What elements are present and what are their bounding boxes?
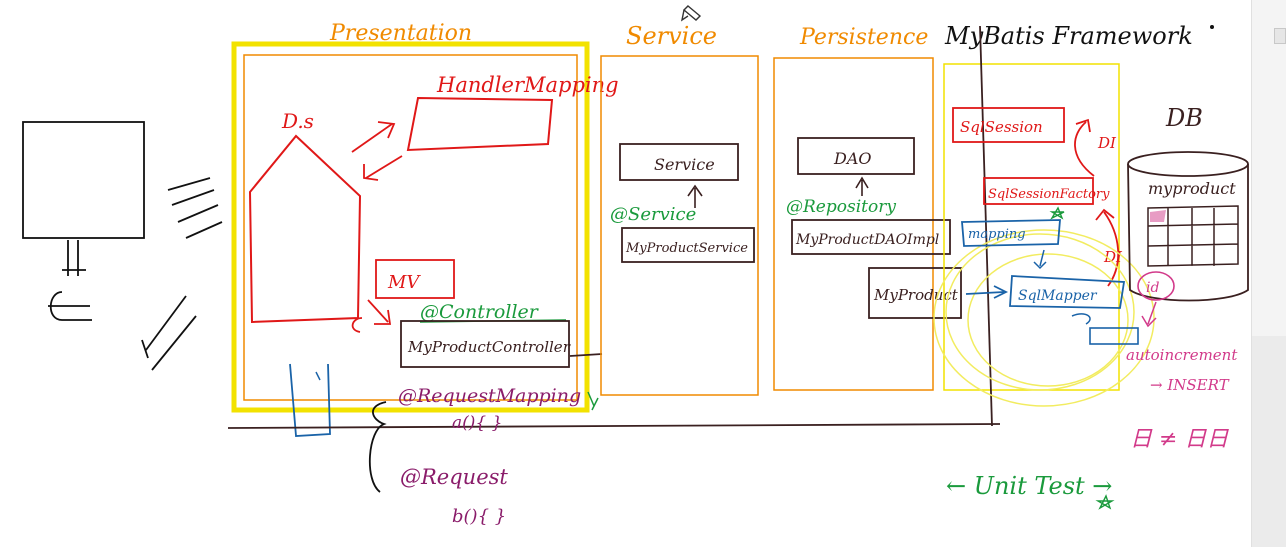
- service-implements-arrow: [687, 184, 703, 208]
- request-arrows: [167, 177, 223, 239]
- entity-to-mapper-arrow: [965, 285, 1009, 299]
- mapping-label: mapping: [968, 227, 1026, 242]
- ds-to-controller-arrow: [367, 299, 392, 325]
- myproduct-entity-box: [868, 267, 962, 319]
- sqlsessionfactory-box: [983, 177, 1094, 205]
- database: DB myproduct id autoincrement → INSERT 日…: [1126, 104, 1249, 452]
- focus-circle-inner: [967, 253, 1129, 387]
- presentation-highlight-box: [231, 41, 590, 413]
- framework-divider: [979, 25, 993, 427]
- id-arrow: [1141, 301, 1157, 328]
- client-sketch: [22, 121, 223, 371]
- db-cylinder-body: [1127, 163, 1249, 302]
- db-table-grid: [1147, 205, 1239, 267]
- controller-return-arrow: [351, 317, 363, 333]
- db-table-name: myproduct: [1148, 179, 1236, 198]
- service-title: Service: [626, 22, 717, 50]
- request-mapping-label: @RequestMapping: [398, 385, 581, 407]
- dao-implements-arrow: [855, 176, 869, 196]
- unit-test-label: ← Unit Test →: [946, 472, 1112, 500]
- id-label: id: [1146, 280, 1159, 296]
- response-arrows: [141, 295, 197, 371]
- service-layer: Service Service @Service MyProductServic…: [600, 22, 759, 396]
- handler-mapping-box: [406, 96, 554, 152]
- controller-annotation: @Controller: [420, 301, 540, 323]
- persistence-box: [773, 57, 934, 391]
- presentation-title: Presentation: [329, 21, 472, 46]
- dao-impl-box: [791, 219, 951, 255]
- mapper-hook: [1071, 313, 1091, 325]
- db-table-highlight: [1150, 210, 1166, 222]
- pen-cursor-icon: [680, 5, 702, 22]
- view-page-mark: [315, 371, 321, 381]
- dao-interface-label: DAO: [833, 149, 872, 168]
- method-a-label: a(){ }: [452, 413, 502, 433]
- handler-to-ds-arrow: [363, 155, 403, 181]
- dao-impl-label: MyProductDAOImpl: [795, 232, 939, 248]
- myproduct-entity-label: MyProduct: [873, 286, 959, 304]
- scrollbar-thumb[interactable]: [1252, 336, 1286, 547]
- db-title: DB: [1165, 104, 1203, 132]
- service-impl-box: [621, 227, 755, 263]
- layer-baseline: [227, 423, 1001, 429]
- sqlmapper-box: [1009, 275, 1126, 309]
- persistence-title: Persistence: [799, 25, 928, 50]
- footnote-label: 日 ≠ 日日: [1130, 427, 1229, 452]
- method-b-label: b(){ }: [452, 506, 506, 527]
- mybatis-framework: MyBatis Framework SqlSession SqlSessionF…: [933, 22, 1214, 427]
- dao-interface-box: [797, 137, 915, 175]
- unit-test-star-icon: [1095, 494, 1115, 510]
- view-page-sketch: [289, 363, 331, 437]
- mybatis-title: MyBatis Framework: [944, 22, 1193, 50]
- sqlsession-box: [952, 107, 1065, 143]
- monitor-box: [22, 121, 145, 239]
- focus-circle-outer: [933, 229, 1155, 407]
- controller-to-service-link: [569, 353, 603, 357]
- sqlsessionfactory-label: SqlSessionFactory: [988, 187, 1110, 202]
- bottom-annotations: @RequestMapping a(){ } @Request b(){ } ←…: [227, 385, 1115, 527]
- keyboard-mouse: [48, 291, 92, 321]
- brace-sketch: [368, 401, 387, 493]
- sqlsession-label: SqlSession: [960, 118, 1043, 136]
- db-cylinder-top: [1127, 151, 1249, 177]
- service-impl-label: MyProductService: [625, 241, 748, 256]
- autoincrement-label: autoincrement: [1126, 346, 1238, 364]
- request-mapping-mark: [587, 391, 599, 411]
- scroll-up-icon[interactable]: [1274, 28, 1286, 44]
- controller-label: MyProductController: [407, 338, 571, 356]
- service-interface-label: Service: [654, 155, 715, 174]
- di-top-label: DI: [1097, 134, 1117, 152]
- service-interface-box: [619, 143, 739, 181]
- dispatcher-servlet-label: D.s: [281, 109, 314, 133]
- dispatcher-servlet-shape: [248, 134, 362, 324]
- controller-box: [400, 320, 570, 368]
- insert-label: → INSERT: [1150, 376, 1230, 394]
- request-short-label: @Request: [400, 465, 508, 489]
- sqlmapper-label: SqlMapper: [1018, 288, 1098, 304]
- di-bottom-arrow: [1095, 208, 1120, 287]
- focus-circle-middle: [945, 233, 1135, 391]
- monitor-stand: [62, 240, 86, 276]
- title-dot: [1210, 25, 1214, 29]
- mv-label: MV: [387, 272, 421, 293]
- mapping-star-icon: [1049, 206, 1065, 220]
- repository-annotation: @Repository: [786, 197, 896, 217]
- handler-mapping-label: HandlerMapping: [436, 73, 619, 97]
- service-box: [600, 55, 759, 396]
- service-annotation: @Service: [610, 204, 696, 225]
- persistence-layer: Persistence DAO @Repository MyProductDAO…: [773, 25, 962, 391]
- presentation-layer: Presentation D.s HandlerMapping MV @Cont…: [231, 21, 619, 437]
- mapping-arrow: [1033, 249, 1047, 270]
- mapping-box: [961, 219, 1061, 247]
- id-circle: [1137, 271, 1175, 301]
- mv-box: [375, 259, 455, 299]
- presentation-box: [243, 54, 578, 401]
- mapper-xml-box: [1089, 327, 1139, 345]
- ds-to-handler-arrow: [351, 121, 396, 153]
- di-top-arrow: [1074, 118, 1095, 177]
